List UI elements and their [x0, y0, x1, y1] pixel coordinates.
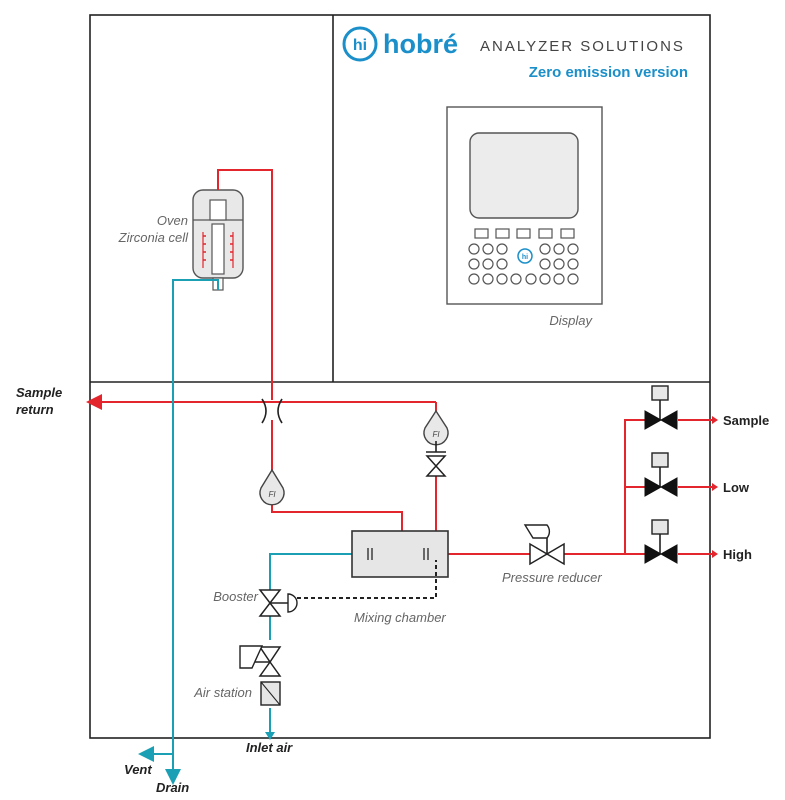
svg-text:FI: FI [268, 490, 276, 499]
display-unit: hi Display [446, 106, 603, 328]
cabinet-frame [89, 14, 711, 739]
sample-return-label-1: Sample [16, 385, 62, 400]
display-key-button [496, 258, 508, 270]
brand-version: Zero emission version [529, 64, 688, 81]
display-softkey [474, 228, 489, 239]
valve-icon [644, 477, 678, 497]
display-key-button [496, 273, 508, 285]
heater-coil-icon [203, 235, 233, 261]
display-screen [469, 132, 579, 219]
mixing-chamber-body [351, 530, 449, 578]
sample-return-label-2: return [16, 402, 54, 417]
display-key-button [567, 273, 579, 285]
drain-line [165, 279, 219, 785]
valve-icon [644, 544, 678, 564]
brand-logo: hi hobré ANALYZER SOLUTIONS Zero emissio… [342, 26, 688, 81]
selector-valve-high [644, 519, 678, 564]
sample-port-label: Sample [723, 413, 769, 428]
inlet-air-marker [265, 732, 275, 740]
cell-head [209, 199, 227, 221]
mixing-chamber: Mixing chamber [351, 530, 449, 625]
regulator-actuator-icon [523, 524, 551, 539]
brand-name: hobré [383, 29, 458, 59]
selector-manifold-line [624, 419, 645, 554]
display-key-button [553, 243, 565, 255]
low-port-label: Low [723, 480, 750, 495]
booster-to-mixer-line [269, 553, 352, 590]
flow-indicator-icon [423, 409, 449, 446]
high-port-label: High [723, 547, 752, 562]
display-key-button [482, 258, 494, 270]
pilot-actuator-icon [287, 593, 298, 613]
sample-to-mixer-line [435, 476, 530, 555]
pressure-reducer: Pressure reducer [502, 524, 602, 585]
needle-valve [425, 441, 447, 477]
booster: Booster [213, 560, 437, 617]
solenoid-icon [651, 385, 669, 401]
display-label: Display [549, 313, 593, 328]
logo-mark-text: hi [353, 37, 367, 54]
display-key-button [496, 243, 508, 255]
display-key-button [567, 258, 579, 270]
display-softkey [560, 228, 575, 239]
selector-valve-low [644, 452, 678, 497]
flow-indicator-1: FI [259, 468, 285, 506]
brand-subtitle: ANALYZER SOLUTIONS [480, 38, 685, 55]
pressure-reducer-label: Pressure reducer [502, 570, 602, 585]
drain-label: Drain [156, 780, 189, 795]
inlet-air-label: Inlet air [246, 740, 293, 755]
solenoid-icon [651, 519, 669, 535]
display-key-button [468, 243, 480, 255]
display-key-button [539, 243, 551, 255]
display-softkey [516, 228, 531, 239]
display-key-button [567, 243, 579, 255]
display-key-button [482, 273, 494, 285]
air-station-label: Air station [193, 685, 252, 700]
display-key-button [539, 258, 551, 270]
display-key-button [525, 273, 537, 285]
vent-label: Vent [124, 762, 152, 777]
selector-valve-sample [644, 385, 678, 430]
pilot-signal-line [297, 560, 437, 599]
zirconia-tube [211, 223, 225, 275]
valve-icon [644, 410, 678, 430]
display-key-button [510, 273, 522, 285]
display-logo-text: hi [522, 254, 528, 261]
display-key-button [468, 273, 480, 285]
restrictor-icon [261, 398, 283, 424]
display-key-button [539, 273, 551, 285]
oven-label: Oven [157, 213, 188, 228]
valve-icon [425, 455, 447, 477]
display-key-button [553, 258, 565, 270]
display-key-button [468, 258, 480, 270]
display-key-button [553, 273, 565, 285]
display-keypad [468, 228, 579, 285]
solenoid-icon [651, 452, 669, 468]
air-station: Air station [193, 645, 282, 706]
logo-mark-icon [342, 26, 378, 62]
mixer-to-flow-line [271, 503, 403, 531]
regulator-actuator-icon [239, 645, 264, 669]
booster-label: Booster [213, 589, 258, 604]
display-key-button [482, 243, 494, 255]
cell-inlet-line [217, 169, 273, 400]
display-softkey [538, 228, 553, 239]
zirconia-cell: Oven Zirconia cell [118, 189, 244, 291]
flow-indicator-2: FI [423, 409, 449, 446]
display-softkey [495, 228, 510, 239]
vent-line [138, 746, 174, 762]
flow-indicator-icon [259, 468, 285, 506]
inlet-port-markers [712, 416, 718, 558]
svg-text:FI: FI [432, 430, 440, 439]
display-logo-icon [517, 248, 533, 264]
zirconia-label: Zirconia cell [118, 230, 189, 245]
mixing-chamber-label: Mixing chamber [354, 610, 446, 625]
